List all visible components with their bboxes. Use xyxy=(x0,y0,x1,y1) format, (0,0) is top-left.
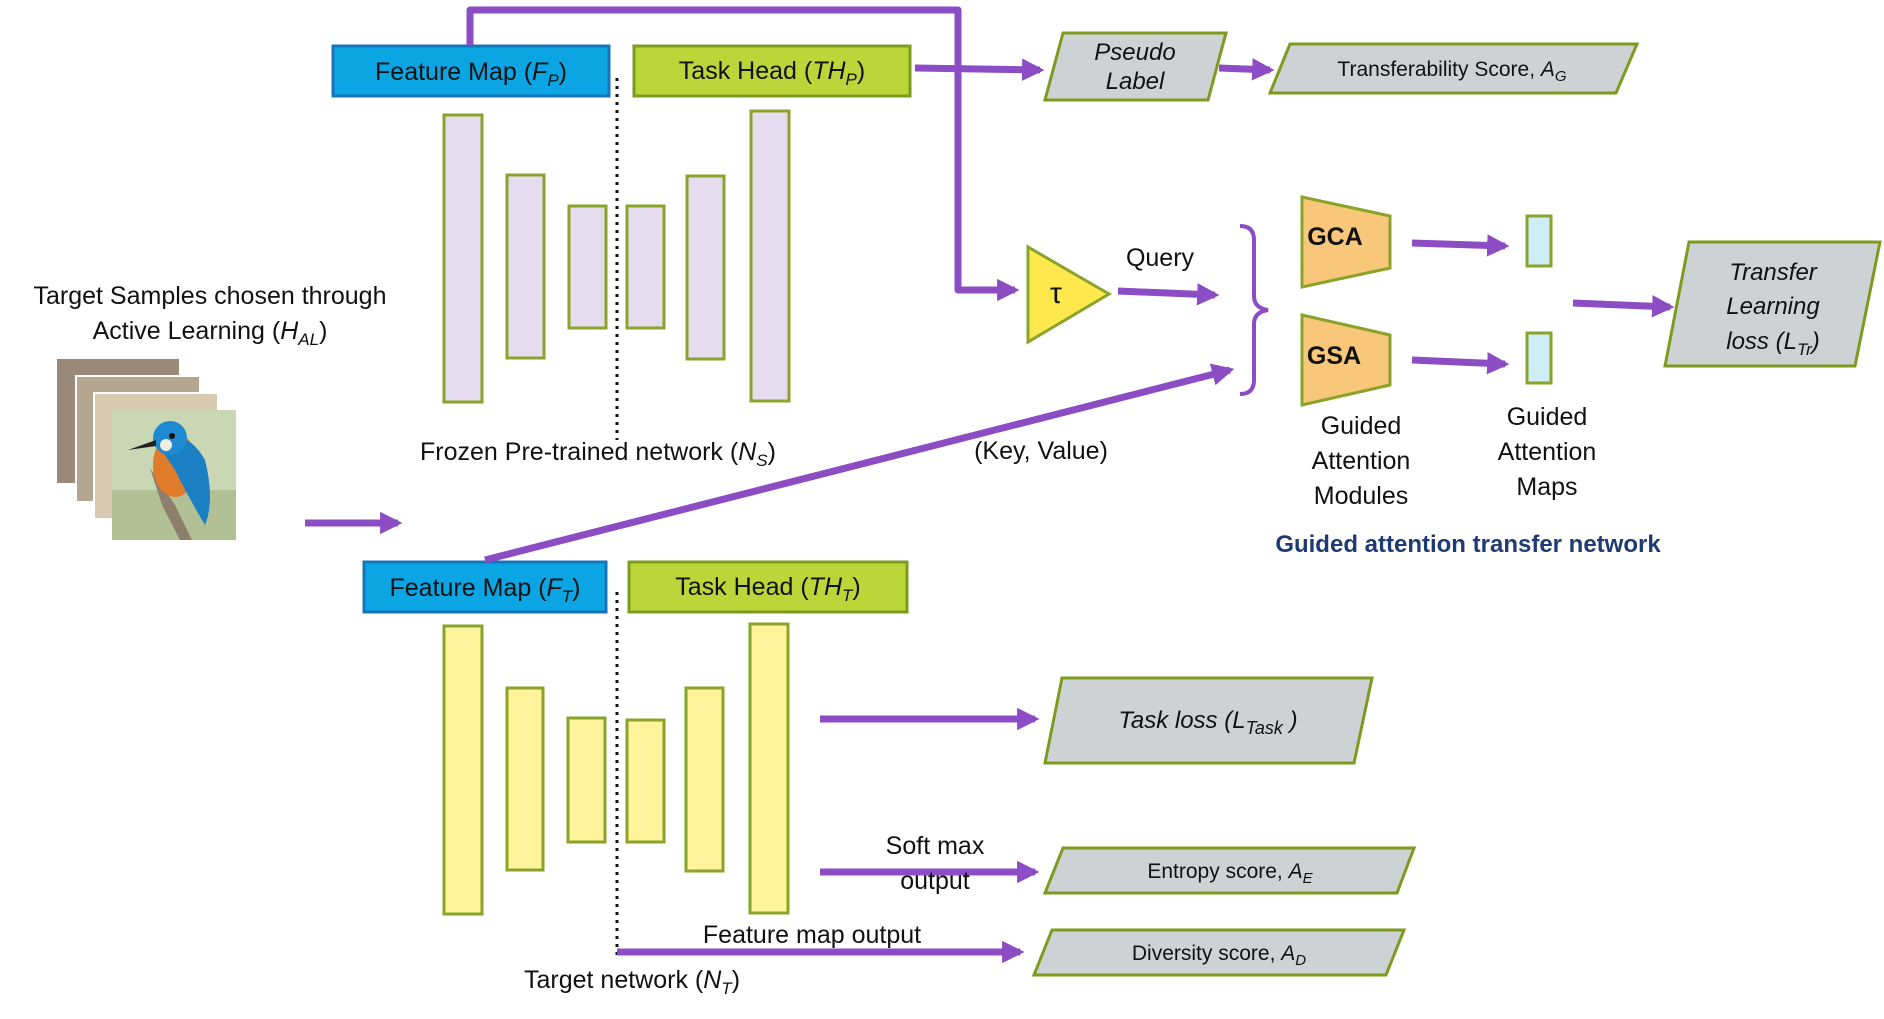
target-layer-3 xyxy=(566,716,607,844)
transfer-loss-line3: loss (LTr) xyxy=(1726,328,1820,359)
pseudo-label-line2: Label xyxy=(1106,68,1165,95)
task-head-p-box xyxy=(632,44,912,98)
target-layer-blocks xyxy=(442,622,790,916)
feature-map-output-label: Feature map output xyxy=(703,921,921,949)
feature-map-p-box xyxy=(331,44,611,98)
maps-to-transfer-loss-arrow xyxy=(1572,295,1675,318)
gca-module xyxy=(1300,195,1392,289)
feature-map-t-box xyxy=(362,560,608,614)
transferability-box xyxy=(1267,42,1640,95)
softmax-label-line1: Soft max xyxy=(886,832,985,860)
frozen-network: Feature Map (FP) Task Head (THP) Frozen … xyxy=(331,44,912,470)
target-layer-1 xyxy=(442,624,484,916)
input-samples: Target Samples chosen through Active Lea… xyxy=(34,282,403,540)
transfer-loss-box xyxy=(1663,240,1882,368)
diversity-label: Diversity score, AD xyxy=(1132,942,1306,969)
gsa-module xyxy=(1300,313,1392,407)
modules-label-line3: Modules xyxy=(1314,482,1409,510)
transfer-loss-line2: Learning xyxy=(1726,293,1820,320)
tau-symbol: τ xyxy=(1050,277,1062,310)
maps-label-line3: Maps xyxy=(1516,473,1577,501)
target-layer-5 xyxy=(684,686,725,873)
task-head-t-label: Task Head (THT) xyxy=(675,573,860,605)
maps-label-line2: Attention xyxy=(1498,438,1597,466)
key-value-arrow xyxy=(484,363,1235,564)
target-layer-2 xyxy=(505,686,545,872)
transferability-label: Transferability Score, AG xyxy=(1337,58,1566,85)
frozen-layer-4 xyxy=(625,204,666,330)
task-loss-output: Task loss (LTask ) xyxy=(1043,676,1374,765)
target-layer-4 xyxy=(625,718,666,844)
tau-triangle xyxy=(1026,244,1112,345)
frozen-network-label: Frozen Pre-trained network (NS) xyxy=(420,438,776,470)
guided-attention-maps: Guided Attention Maps xyxy=(1498,214,1597,501)
tau-query-arrow xyxy=(1117,283,1220,306)
pseudo-to-transferability-arrow xyxy=(1218,58,1275,81)
transferability-output: Transferability Score, AG xyxy=(1267,42,1640,95)
gca-to-map-arrow xyxy=(1411,234,1510,257)
target-layer-6 xyxy=(748,622,790,915)
feature-map-p-label: Feature Map (FP) xyxy=(375,58,567,90)
diversity-output: Diversity score, AD xyxy=(1031,928,1407,977)
gsa-to-map-arrow xyxy=(1411,352,1510,375)
maps-label-line1: Guided xyxy=(1507,403,1588,431)
modules-label-line2: Attention xyxy=(1312,447,1411,475)
gsa-attention-map xyxy=(1525,331,1553,385)
connectors xyxy=(466,6,1675,964)
softmax-label-line2: output xyxy=(900,867,970,895)
task-head-p-label: Task Head (THP) xyxy=(679,57,865,89)
target-network: Feature Map (FT) Task Head (THT) Target … xyxy=(362,560,909,998)
gsa-label: GSA xyxy=(1307,342,1361,370)
gca-label: GCA xyxy=(1307,223,1363,251)
tau-module: τ Query (Key, Value) xyxy=(974,244,1194,465)
target-network-label: Target network (NT) xyxy=(524,966,740,998)
frozen-layer-2 xyxy=(505,173,546,360)
kingfisher-photo-stack-icon xyxy=(55,357,236,540)
pseudo-label-output: Pseudo Label xyxy=(1043,31,1228,102)
frozen-layer-5 xyxy=(685,174,726,361)
feature-map-t-label: Feature Map (FT) xyxy=(389,574,580,606)
input-label-line2: Active Learning (HAL) xyxy=(93,317,328,349)
attention-input-brace xyxy=(1239,224,1269,396)
task-head-p-to-pseudo-arrow xyxy=(914,58,1045,81)
diversity-box xyxy=(1031,928,1407,977)
entropy-output: Entropy score, AE xyxy=(1042,846,1417,895)
pseudo-label-box xyxy=(1043,31,1228,102)
input-label-line1: Target Samples chosen through xyxy=(34,282,387,310)
modules-label-line1: Guided xyxy=(1321,412,1402,440)
task-head-t-box xyxy=(627,560,909,614)
frozen-layer-1 xyxy=(442,113,484,404)
entropy-box xyxy=(1042,846,1417,895)
attention-network-caption: Guided attention transfer network xyxy=(1275,531,1661,558)
guided-attention-modules: GCA GSA Guided Attention Modules xyxy=(1300,195,1411,510)
task-loss-box xyxy=(1043,676,1374,765)
gca-attention-map xyxy=(1525,214,1553,268)
entropy-label: Entropy score, AE xyxy=(1147,860,1313,887)
frozen-layer-blocks xyxy=(442,109,791,404)
frozen-layer-3 xyxy=(567,204,608,330)
transfer-learning-loss-output: Transfer Learning loss (LTr) xyxy=(1663,240,1882,368)
transfer-loss-line1: Transfer xyxy=(1729,259,1818,286)
pseudo-label-line1: Pseudo xyxy=(1094,39,1175,66)
query-label: Query xyxy=(1126,244,1195,272)
frozen-layer-6 xyxy=(749,109,791,403)
task-loss-label: Task loss (LTask ) xyxy=(1118,707,1297,738)
feature-map-p-to-tau-arrow xyxy=(466,6,1020,302)
key-value-label: (Key, Value) xyxy=(974,437,1108,465)
